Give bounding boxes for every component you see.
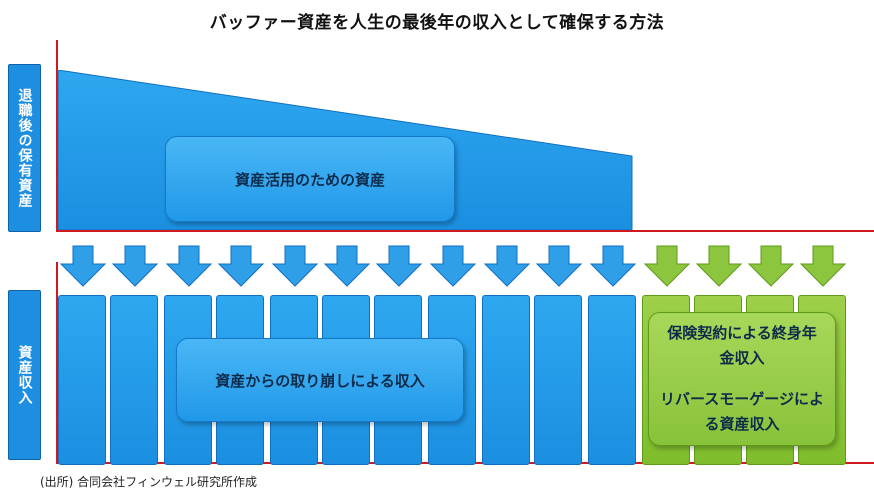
reverse-mortgage-text: リバースモーゲージによる資産収入 xyxy=(660,390,824,433)
blue-down-arrow-icon xyxy=(217,245,265,287)
asset-use-box: 資産活用のための資産 xyxy=(165,136,455,222)
diagram-title: バッファー資産を人生の最後年の収入として確保する方法 xyxy=(209,13,665,33)
blue-income-bar xyxy=(482,295,530,465)
annuity-reverse-mortgage-box: 保険契約による終身年金収入 リバースモーゲージによる資産収入 xyxy=(648,312,836,446)
withdrawal-income-box: 資産からの取り崩しによる収入 xyxy=(176,338,464,422)
blue-down-arrow-icon xyxy=(271,245,319,287)
blue-down-arrow-icon xyxy=(483,245,531,287)
blue-income-bar xyxy=(588,295,636,465)
assets-y-axis xyxy=(56,40,58,232)
blue-income-bar xyxy=(58,295,106,465)
blue-down-arrow-icon xyxy=(111,245,159,287)
assets-x-axis xyxy=(56,230,874,232)
income-label: 資産収入 xyxy=(8,290,41,460)
blue-down-arrow-icon xyxy=(535,245,583,287)
green-down-arrow-icon xyxy=(695,245,743,287)
source-note: (出所) 合同会社フィンウェル研究所作成 xyxy=(40,475,257,489)
blue-down-arrow-icon xyxy=(375,245,423,287)
arrow-row xyxy=(59,245,847,287)
insurance-text: 保険契約による終身年金収入 xyxy=(667,324,817,367)
blue-down-arrow-icon xyxy=(165,245,213,287)
blue-income-bar xyxy=(110,295,158,465)
green-down-arrow-icon xyxy=(643,245,691,287)
income-y-axis xyxy=(56,262,58,464)
blue-down-arrow-icon xyxy=(323,245,371,287)
blue-income-bar xyxy=(534,295,582,465)
green-down-arrow-icon xyxy=(799,245,847,287)
blue-down-arrow-icon xyxy=(59,245,107,287)
green-down-arrow-icon xyxy=(747,245,795,287)
assets-label: 退職後の保有資産 xyxy=(8,64,41,232)
blue-down-arrow-icon xyxy=(589,245,637,287)
blue-down-arrow-icon xyxy=(429,245,477,287)
